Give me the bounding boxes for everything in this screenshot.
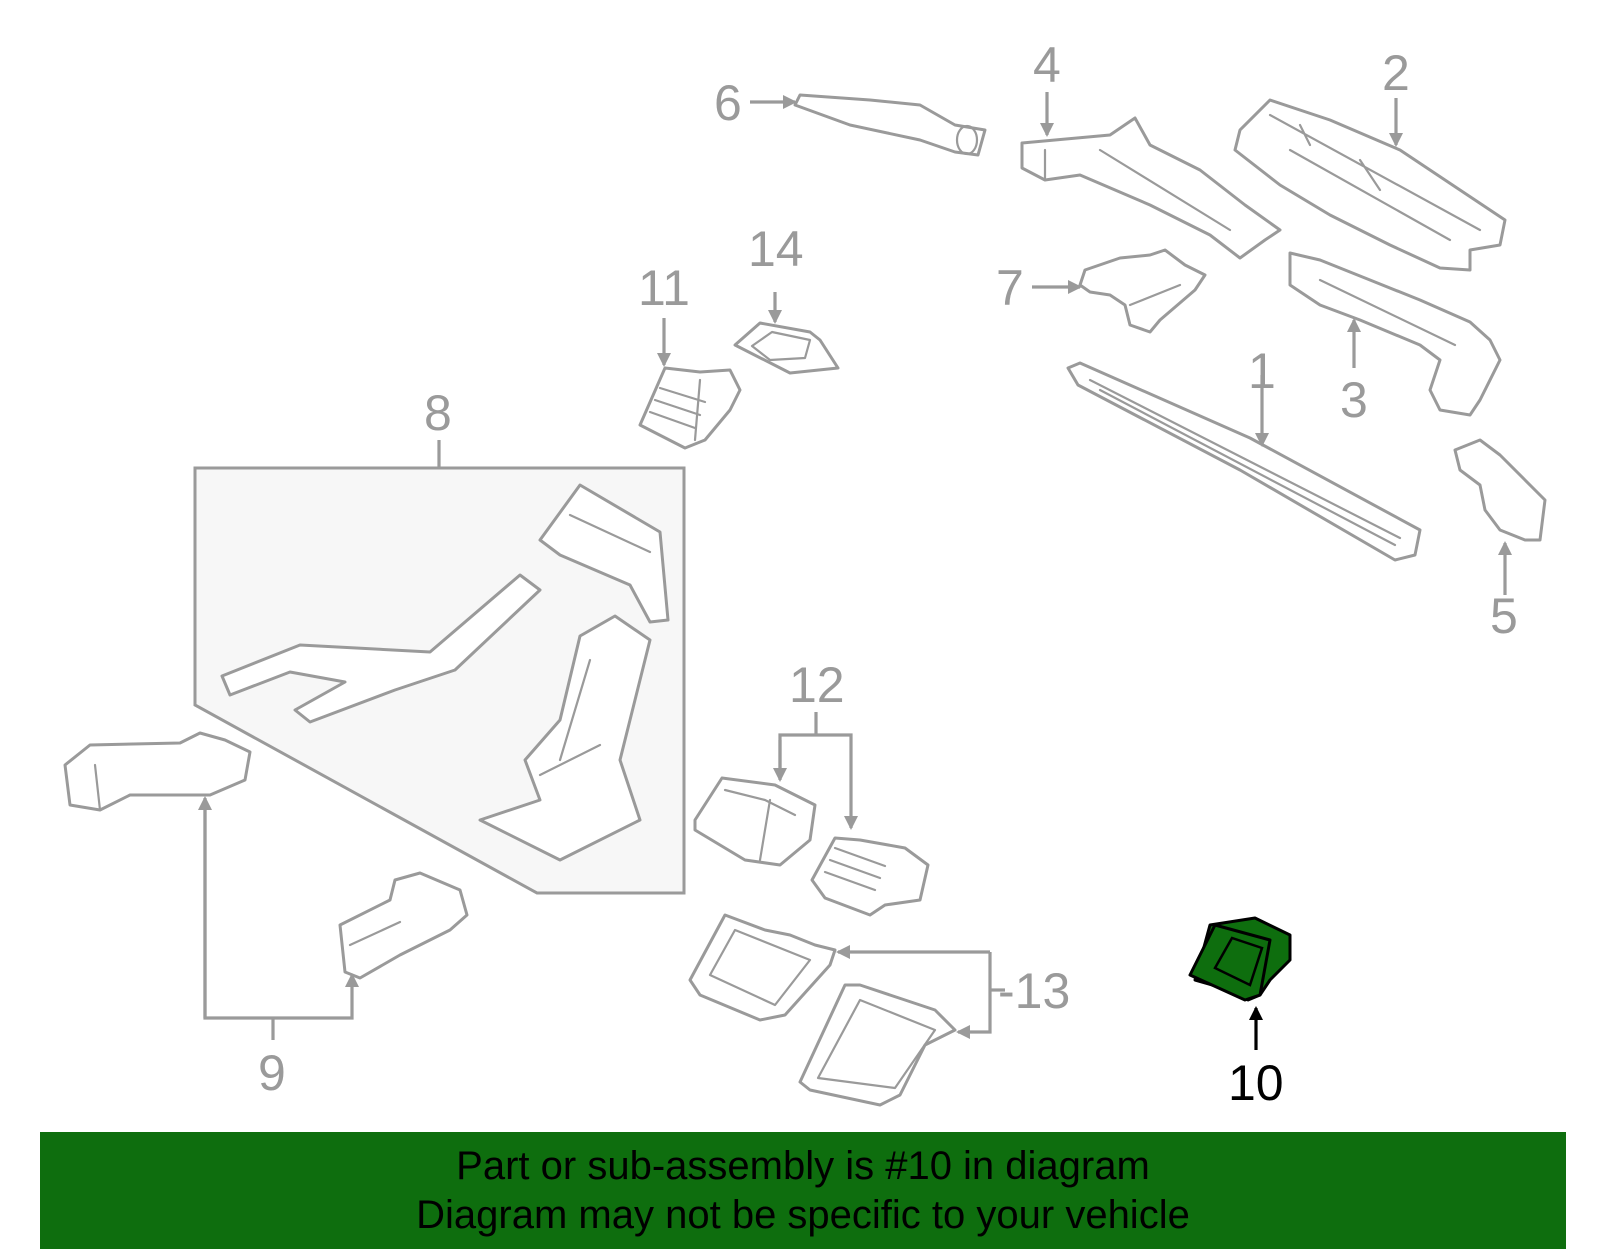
part-8-assembly[interactable] <box>193 466 686 895</box>
callout-13: -13 <box>998 963 1070 1019</box>
part-6[interactable] <box>793 93 987 157</box>
part-7[interactable] <box>1078 248 1207 334</box>
part-13[interactable] <box>688 913 957 1107</box>
callout-10: 10 <box>1228 1055 1284 1111</box>
callout-8: 8 <box>424 385 452 441</box>
callout-2: 2 <box>1382 45 1410 101</box>
banner-line-1: Part or sub-assembly is #10 in diagram <box>456 1144 1150 1188</box>
callout-3: 3 <box>1340 372 1368 428</box>
callout-6: 6 <box>714 75 742 131</box>
callout-5: 5 <box>1490 588 1518 644</box>
callout-9: 9 <box>258 1045 286 1101</box>
info-banner: Part or sub-assembly is #10 in diagram D… <box>40 1132 1566 1249</box>
part-11[interactable] <box>638 366 742 450</box>
callout-7: 7 <box>996 260 1024 316</box>
part-12[interactable] <box>693 776 930 917</box>
part-10-highlighted[interactable] <box>1188 916 1292 1002</box>
callout-11: 11 <box>638 260 690 316</box>
callout-4: 4 <box>1033 37 1061 93</box>
leader-lines <box>198 92 1512 1050</box>
part-14[interactable] <box>733 321 840 375</box>
callout-12: 12 <box>789 657 845 713</box>
callout-14: 14 <box>748 221 804 277</box>
part-4[interactable] <box>1020 116 1282 260</box>
banner-line-2: Diagram may not be specific to your vehi… <box>416 1193 1190 1237</box>
part-9[interactable] <box>63 731 469 980</box>
callouts: 1 2 3 4 5 6 7 8 9 10 11 12 -13 14 <box>258 37 1518 1111</box>
part-2[interactable] <box>1233 98 1507 272</box>
part-3[interactable] <box>1288 251 1502 417</box>
part-5[interactable] <box>1453 438 1547 542</box>
callout-1: 1 <box>1248 343 1276 399</box>
part-1[interactable] <box>1066 361 1422 562</box>
